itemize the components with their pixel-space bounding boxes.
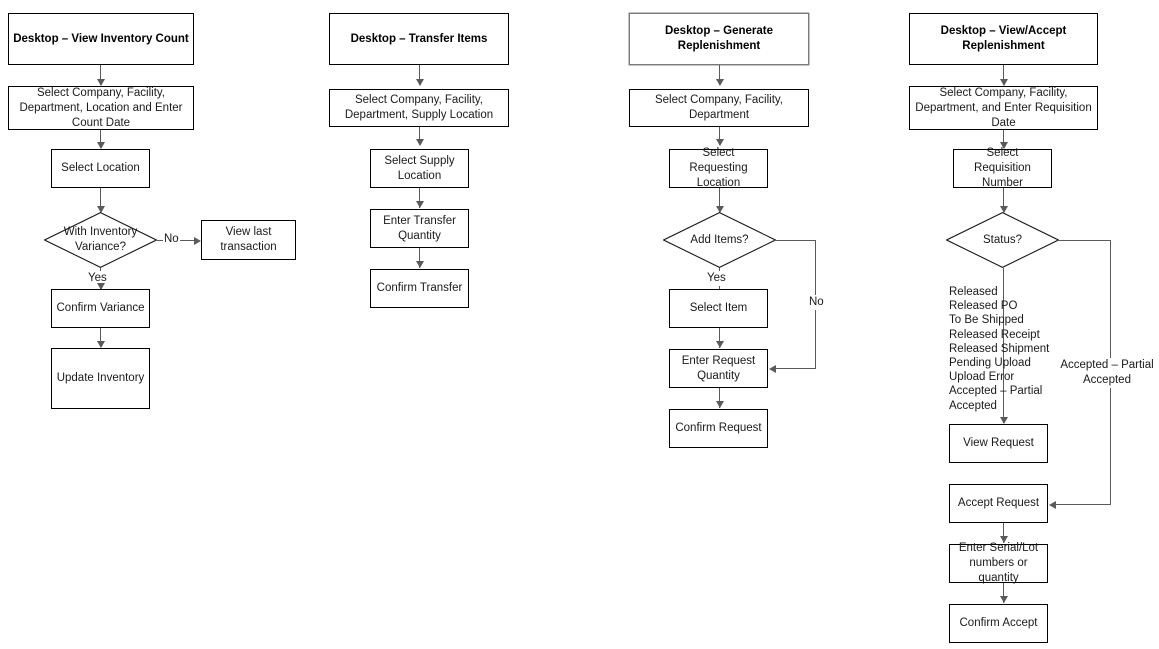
- column-2-node-select-company[interactable]: Select Company, Facility, Department, Su…: [329, 89, 509, 127]
- connector-c4-n5-to-n6: [1003, 583, 1004, 603]
- column-1-node-confirm-variance[interactable]: Confirm Variance: [51, 289, 150, 328]
- arrowhead-c3-n2: [715, 139, 724, 146]
- connector-c1-n1-to-n2: [100, 130, 101, 148]
- column-4-node-select-company[interactable]: Select Company, Facility, Department, an…: [909, 86, 1098, 130]
- column-4-node-confirm-accept[interactable]: Confirm Accept: [949, 604, 1048, 643]
- column-4-node-view-request[interactable]: View Request: [949, 424, 1048, 463]
- arrowhead-c1-no: [194, 236, 201, 245]
- arrowhead-c3-n4: [715, 341, 724, 348]
- arrowhead-c1-n4: [96, 283, 105, 290]
- column-3-decision-add-items[interactable]: Add Items?: [663, 212, 776, 268]
- connector-c3-n3-to-n4: [719, 328, 720, 348]
- column-3-title-box[interactable]: Desktop – Generate Replenishment: [629, 13, 809, 65]
- column-3-node-select-company[interactable]: Select Company, Facility, Department: [629, 89, 809, 127]
- arrowhead-c4-n3: [999, 417, 1008, 424]
- arrowhead-c3-n5: [715, 401, 724, 408]
- arrowhead-c4-n1: [999, 79, 1008, 86]
- connector-c1-title-to-n1: [100, 65, 101, 85]
- edge-label-c4-accepted: Accepted – Partial Accepted: [1056, 358, 1158, 388]
- arrowhead-c2-n4: [415, 261, 424, 268]
- diamond-shape: [946, 212, 1059, 268]
- arrowhead-c2-n3: [415, 201, 424, 208]
- edge-label-c3-yes: Yes: [706, 271, 727, 286]
- column-1-node-select-company[interactable]: Select Company, Facility, Department, Lo…: [8, 86, 194, 130]
- arrowhead-c1-n2: [96, 142, 105, 149]
- arrowhead-c3-no: [769, 364, 776, 373]
- column-1-node-update-inventory[interactable]: Update Inventory: [51, 348, 150, 409]
- column-2-title-box[interactable]: Desktop – Transfer Items: [329, 13, 509, 65]
- column-3-node-enter-request-quantity[interactable]: Enter Request Quantity: [669, 349, 768, 388]
- arrowhead-c2-n2: [415, 139, 424, 146]
- edge-label-c1-yes: Yes: [87, 271, 108, 286]
- connector-c3-no-top: [776, 240, 816, 241]
- connector-c4-accepted-top: [1059, 240, 1111, 241]
- column-4-node-enter-serial-lot[interactable]: Enter Serial/Lot numbers or quantity: [949, 542, 1048, 584]
- connector-c4-status-list: [1003, 268, 1004, 423]
- connector-c2-n2-to-n3: [419, 188, 420, 208]
- connector-c4-title-to-n1: [1003, 65, 1004, 85]
- diamond-shape: [44, 212, 157, 268]
- column-2-node-select-supply-location[interactable]: Select Supply Location: [370, 149, 469, 188]
- connector-c3-n1-to-n2: [719, 127, 720, 145]
- connector-c3-title-to-n1: [719, 65, 720, 85]
- connector-c2-n3-to-n4: [419, 248, 420, 268]
- column-4-status-list: Released Released PO To Be Shipped Relea…: [949, 286, 1050, 412]
- arrowhead-c2-n1: [415, 79, 424, 86]
- diamond-shape: [663, 212, 776, 268]
- connector-c3-n4-to-n5: [719, 388, 720, 408]
- column-4-decision-status[interactable]: Status?: [946, 212, 1059, 268]
- column-4-node-accept-request[interactable]: Accept Request: [949, 484, 1048, 523]
- connector-c2-title-to-n1: [419, 65, 420, 85]
- arrowhead-c4-accepted: [1049, 500, 1056, 509]
- arrowhead-c4-n6: [999, 596, 1008, 603]
- arrowhead-c4-n2: [999, 142, 1008, 149]
- arrowhead-c4-d1: [999, 206, 1008, 213]
- connector-c4-accepted-bottom: [1056, 504, 1111, 505]
- connector-c4-n4-to-n5: [1003, 523, 1004, 543]
- connector-c1-n2-to-d1: [100, 188, 101, 212]
- arrowhead-c1-d1: [96, 206, 105, 213]
- column-4-node-select-requisition-number[interactable]: Select Requisition Number: [953, 147, 1052, 189]
- connector-c3-n2-to-d1: [719, 188, 720, 212]
- connector-c3-no-bottom: [776, 368, 816, 369]
- arrowhead-c3-n1: [715, 79, 724, 86]
- column-1-node-view-last-transaction[interactable]: View last transaction: [201, 220, 296, 260]
- edge-label-c1-no: No: [163, 232, 180, 247]
- column-2-node-confirm-transfer[interactable]: Confirm Transfer: [370, 269, 469, 308]
- column-3-node-select-requesting-location[interactable]: Select Requesting Location: [669, 147, 768, 189]
- arrowhead-c4-n5: [999, 536, 1008, 543]
- connector-c2-n1-to-n2: [419, 127, 420, 145]
- column-3-node-select-item[interactable]: Select Item: [669, 289, 768, 328]
- column-1-decision-inventory-variance[interactable]: With Inventory Variance?: [44, 212, 157, 268]
- arrowhead-c1-n5: [96, 341, 105, 348]
- arrowhead-c1-n1: [96, 79, 105, 86]
- connector-c1-n4-to-n5: [100, 328, 101, 347]
- edge-label-c3-no: No: [808, 295, 825, 310]
- column-3-node-confirm-request[interactable]: Confirm Request: [669, 409, 768, 448]
- connector-c4-n1-to-n2: [1003, 130, 1004, 148]
- column-4-title-box[interactable]: Desktop – View/Accept Replenishment: [909, 13, 1098, 65]
- arrowhead-c3-d1: [715, 206, 724, 213]
- column-2-node-enter-transfer-quantity[interactable]: Enter Transfer Quantity: [370, 209, 469, 248]
- column-1-title-box[interactable]: Desktop – View Inventory Count: [8, 13, 194, 65]
- connector-c4-n2-to-d1: [1003, 188, 1004, 212]
- column-1-node-select-location[interactable]: Select Location: [51, 149, 150, 188]
